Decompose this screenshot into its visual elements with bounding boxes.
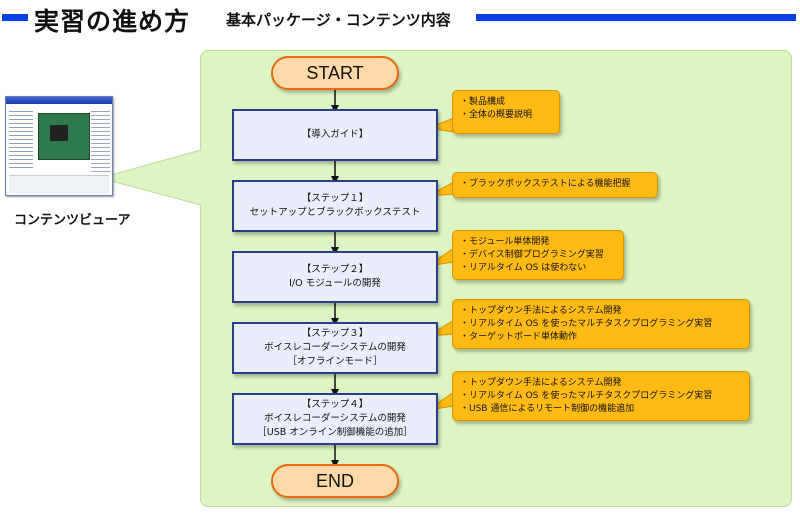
text-pane bbox=[91, 108, 110, 172]
note-step-4: ・トップダウン手法によるシステム開発 ・リアルタイム OS を使ったマルチタスク… bbox=[452, 371, 750, 421]
step-line: ［USB オンライン制御機能の追加］ bbox=[257, 426, 413, 438]
note-line: ・製品構成 bbox=[460, 97, 506, 107]
step-2: 【ステップ２】 I/O モジュールの開発 bbox=[232, 251, 438, 303]
note-line: ・リアルタイム OS は使わない bbox=[460, 263, 587, 274]
step-line: ［オフラインモード］ bbox=[287, 355, 383, 367]
note-line: ・デバイス制御プログラミング実習 bbox=[460, 250, 604, 261]
note-line: ・リアルタイム OS を使ったマルチタスクプログラミング実習 bbox=[460, 391, 713, 402]
header-accent-bar-right bbox=[476, 14, 796, 21]
step-line: ボイスレコーダーシステムの開発 bbox=[264, 413, 406, 425]
note-line: ・トップダウン手法によるシステム開発 bbox=[460, 378, 622, 388]
tree-pane bbox=[9, 108, 33, 170]
note-line: ・モジュール単体開発 bbox=[460, 237, 550, 247]
chip-image bbox=[50, 125, 68, 141]
note-line: ・USB 通信によるリモート制御の機能追加 bbox=[460, 404, 635, 415]
page-title: 実習の進め方 bbox=[34, 7, 191, 36]
step-line: ボイスレコーダーシステムの開発 bbox=[264, 342, 406, 354]
note-line: ・トップダウン手法によるシステム開発 bbox=[460, 306, 622, 316]
step-line: 【導入ガイド】 bbox=[301, 129, 369, 141]
end-terminal: END bbox=[271, 464, 399, 498]
viewer-label: コンテンツビューア bbox=[14, 213, 131, 228]
step-3: 【ステップ３】 ボイスレコーダーシステムの開発 ［オフラインモード］ bbox=[232, 322, 438, 374]
note-step-1: ・ブラックボックステストによる機能把握 bbox=[452, 172, 658, 198]
step-line: 【ステップ１】 bbox=[301, 193, 369, 205]
step-line: I/O モジュールの開発 bbox=[289, 278, 381, 289]
step-intro-guide: 【導入ガイド】 bbox=[232, 109, 438, 161]
step-line: 【ステップ２】 bbox=[301, 264, 369, 276]
window-titlebar bbox=[6, 97, 112, 104]
note-line: ・全体の概要説明 bbox=[460, 110, 533, 121]
step-line: セットアップとブラックボックステスト bbox=[249, 207, 421, 218]
note-step-3: ・トップダウン手法によるシステム開発 ・リアルタイム OS を使ったマルチタスク… bbox=[452, 299, 750, 349]
step-line: 【ステップ４】 bbox=[301, 399, 369, 411]
step-line: 【ステップ３】 bbox=[301, 328, 369, 340]
note-step-2: ・モジュール単体開発 ・デバイス制御プログラミング実習 ・リアルタイム OS は… bbox=[452, 230, 624, 280]
page-subtitle: 基本パッケージ・コンテンツ内容 bbox=[226, 11, 451, 29]
note-line: ・リアルタイム OS を使ったマルチタスクプログラミング実習 bbox=[460, 319, 713, 330]
viewer-thumbnail bbox=[5, 96, 113, 196]
bottom-pane bbox=[9, 175, 109, 194]
start-terminal: START bbox=[271, 56, 399, 90]
step-1: 【ステップ１】 セットアップとブラックボックステスト bbox=[232, 180, 438, 232]
header-accent-bar-left bbox=[2, 14, 28, 21]
note-intro-guide: ・製品構成 ・全体の概要説明 bbox=[452, 90, 560, 134]
step-4: 【ステップ４】 ボイスレコーダーシステムの開発 ［USB オンライン制御機能の追… bbox=[232, 393, 438, 445]
note-line: ・ターゲットボード単体動作 bbox=[460, 332, 578, 343]
note-line: ・ブラックボックステストによる機能把握 bbox=[460, 179, 631, 189]
